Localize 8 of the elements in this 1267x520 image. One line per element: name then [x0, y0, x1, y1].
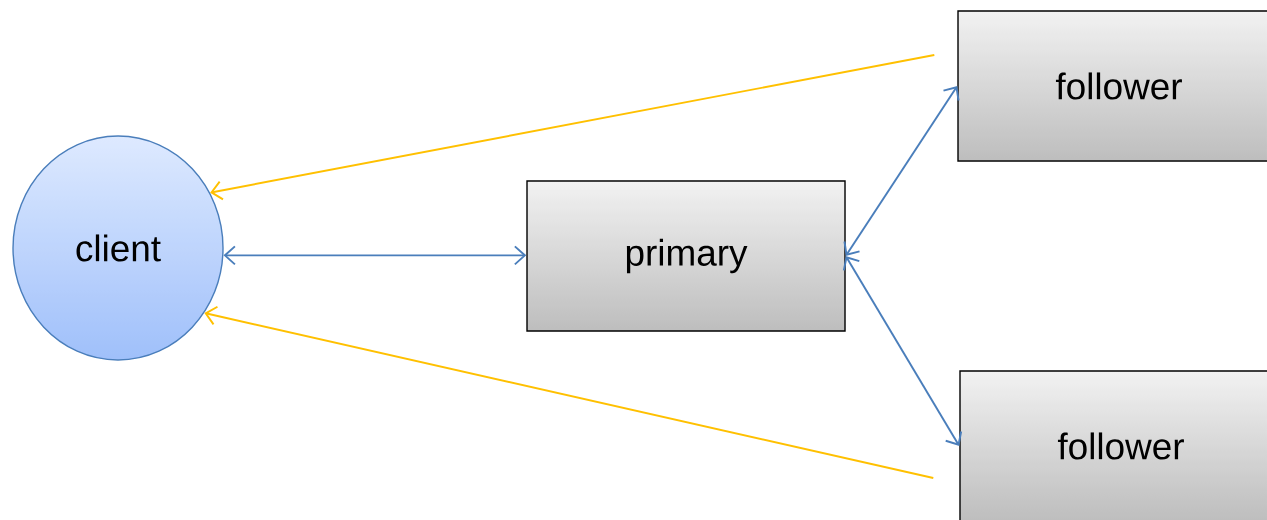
server-box: primary	[526, 180, 846, 332]
arrow	[842, 256, 963, 446]
arrow	[843, 86, 960, 256]
arrow	[223, 245, 527, 266]
server-box: follower	[957, 10, 1267, 162]
arrow	[204, 305, 935, 479]
server-box: follower	[959, 370, 1267, 520]
arrow	[210, 54, 936, 201]
